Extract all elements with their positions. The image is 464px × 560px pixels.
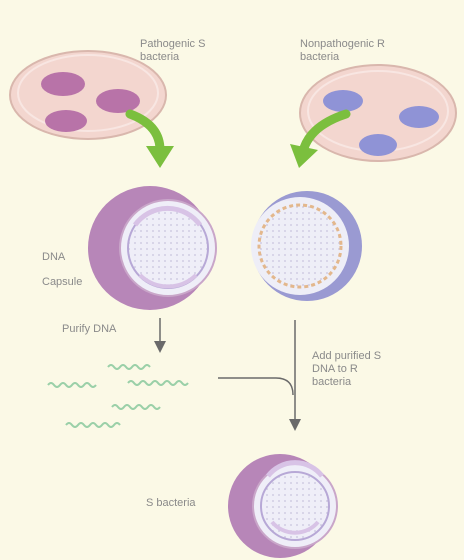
s-bacterium	[88, 186, 216, 310]
dna-label: DNA	[42, 251, 65, 264]
nonpathogenic-label: Nonpathogenic R bacteria	[300, 38, 420, 64]
s-colony	[45, 110, 87, 132]
r-colony	[359, 134, 397, 156]
nonpathogenic-dish	[300, 65, 456, 161]
purify-label: Purify DNA	[62, 323, 116, 336]
s-colony	[41, 72, 85, 96]
pathogenic-label: Pathogenic S bacteria	[140, 38, 220, 64]
pathogenic-dish	[10, 51, 166, 139]
r-colony	[323, 90, 363, 112]
s-colony	[96, 89, 140, 113]
dna-strands	[48, 365, 188, 427]
green-arrow-left	[130, 114, 160, 150]
add-dna-label: Add purified S DNA to R bacteria	[312, 350, 382, 389]
combine-line	[218, 378, 293, 395]
result-s-bacterium	[228, 454, 337, 558]
r-colony	[399, 106, 439, 128]
r-bacterium	[251, 191, 362, 301]
capsule-label: Capsule	[42, 276, 82, 289]
result-label: S bacteria	[146, 497, 196, 510]
